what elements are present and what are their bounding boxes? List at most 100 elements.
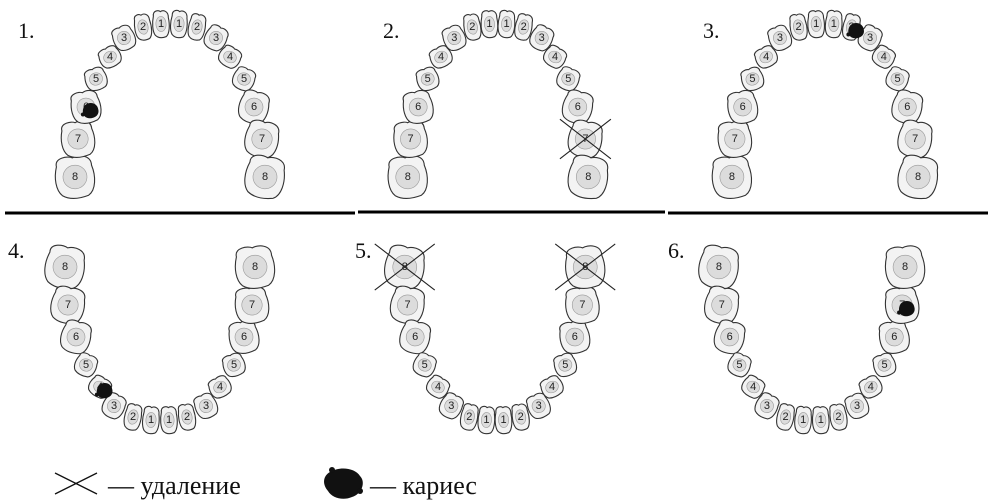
tooth-number: 2 bbox=[521, 21, 527, 33]
tooth-number: 7 bbox=[65, 299, 71, 311]
tooth-number: 2 bbox=[835, 411, 841, 423]
tooth: 5 bbox=[230, 65, 258, 94]
tooth: 6 bbox=[226, 318, 262, 356]
cross-icon bbox=[55, 473, 97, 494]
tooth: 1 bbox=[812, 406, 830, 434]
tooth-number: 3 bbox=[213, 32, 219, 44]
tooth-number: 2 bbox=[194, 21, 200, 33]
tooth-number: 5 bbox=[565, 73, 571, 85]
tooth-number: 5 bbox=[93, 73, 99, 85]
tooth-number: 1 bbox=[166, 414, 172, 426]
tooth-number: 4 bbox=[107, 51, 113, 63]
blot-icon bbox=[324, 467, 363, 499]
tooth-number: 2 bbox=[130, 411, 136, 423]
panel-number: 6. bbox=[668, 238, 685, 263]
tooth: 1 bbox=[794, 406, 812, 434]
tooth: 5 bbox=[551, 351, 579, 380]
tooth-number: 3 bbox=[764, 400, 770, 412]
tooth-number: 3 bbox=[854, 400, 860, 412]
tooth-number: 7 bbox=[259, 133, 265, 145]
tooth-number: 4 bbox=[227, 51, 233, 63]
tooth-number: 7 bbox=[912, 133, 918, 145]
tooth-number: 5 bbox=[425, 73, 431, 85]
tooth: 7 bbox=[702, 284, 741, 325]
tooth: 8 bbox=[883, 244, 928, 291]
tooth-number: 8 bbox=[729, 171, 735, 183]
tooth-number: 3 bbox=[867, 32, 873, 44]
panel-5: 5. 8765432112345678 bbox=[355, 238, 615, 434]
tooth: 8 bbox=[385, 154, 430, 201]
tooth-number: 6 bbox=[572, 331, 578, 343]
tooth: 8 bbox=[696, 244, 741, 291]
tooth: 1 bbox=[494, 406, 512, 434]
tooth: 7 bbox=[232, 285, 271, 326]
tooth-number: 3 bbox=[448, 400, 454, 412]
tooth-number: 2 bbox=[466, 411, 472, 423]
tooth: 7 bbox=[895, 118, 934, 159]
tooth-number: 7 bbox=[719, 299, 725, 311]
tooth-number: 8 bbox=[902, 261, 908, 273]
tooth-number: 7 bbox=[732, 133, 738, 145]
tooth-number: 6 bbox=[575, 101, 581, 113]
tooth-number: 3 bbox=[111, 400, 117, 412]
tooth-number: 2 bbox=[518, 411, 524, 423]
tooth: 8 bbox=[242, 154, 287, 201]
tooth-number: 6 bbox=[891, 331, 897, 343]
tooth-number: 3 bbox=[451, 32, 457, 44]
caries-mark bbox=[83, 103, 99, 118]
tooth: 8 bbox=[566, 154, 611, 201]
tooth-number: 3 bbox=[536, 400, 542, 412]
tooth-number: 1 bbox=[800, 414, 806, 426]
caries-mark bbox=[899, 301, 915, 316]
tooth-number: 3 bbox=[203, 400, 209, 412]
tooth-number: 8 bbox=[262, 171, 268, 183]
tooth-number: 8 bbox=[915, 171, 921, 183]
caries-mark bbox=[97, 383, 113, 398]
tooth-number: 4 bbox=[868, 381, 874, 393]
tooth-number: 7 bbox=[405, 299, 411, 311]
tooth: 5 bbox=[725, 351, 753, 380]
tooth: 1 bbox=[152, 10, 170, 38]
tooth: 7 bbox=[563, 285, 602, 326]
tooth-number: 5 bbox=[562, 359, 568, 371]
tooth: 5 bbox=[414, 65, 442, 94]
caries-mark-speck bbox=[897, 311, 901, 315]
tooth-number: 1 bbox=[831, 18, 837, 30]
tooth-number: 1 bbox=[818, 414, 824, 426]
tooth: 8 bbox=[52, 154, 97, 201]
tooth-number: 6 bbox=[73, 331, 79, 343]
tooth-number: 7 bbox=[408, 133, 414, 145]
tooth: 5 bbox=[883, 65, 911, 94]
tooth-number: 3 bbox=[539, 32, 545, 44]
tooth-number: 5 bbox=[422, 359, 428, 371]
panel-1: 1. 8765432112345678 bbox=[18, 10, 287, 201]
tooth-number: 6 bbox=[904, 101, 910, 113]
panel-4: 4. 8765432112345678 bbox=[8, 238, 277, 434]
tooth-number: 4 bbox=[217, 381, 223, 393]
tooth: 5 bbox=[220, 351, 248, 380]
tooth: 7 bbox=[48, 284, 87, 325]
panel-number: 4. bbox=[8, 238, 25, 263]
tooth: 5 bbox=[82, 65, 110, 94]
tooth-number: 6 bbox=[727, 331, 733, 343]
tooth-number: 4 bbox=[881, 51, 887, 63]
tooth: 6 bbox=[557, 318, 593, 356]
tooth: 1 bbox=[480, 10, 498, 38]
panel-number: 2. bbox=[383, 18, 400, 43]
panel-2: 2. 8765432112345678 bbox=[383, 10, 611, 201]
tooth-number: 2 bbox=[184, 411, 190, 423]
tooth-number: 5 bbox=[241, 73, 247, 85]
tooth: 5 bbox=[738, 65, 766, 94]
tooth-number: 5 bbox=[749, 73, 755, 85]
tooth-number: 3 bbox=[777, 32, 783, 44]
tooth-number: 4 bbox=[750, 381, 756, 393]
tooth-number: 8 bbox=[62, 261, 68, 273]
tooth: 2 bbox=[176, 403, 197, 432]
caries-mark bbox=[848, 23, 864, 38]
tooth-number: 5 bbox=[881, 359, 887, 371]
tooth: 1 bbox=[142, 406, 160, 434]
tooth-number: 8 bbox=[252, 261, 258, 273]
caries-mark-speck bbox=[95, 393, 99, 397]
tooth: 5 bbox=[870, 351, 898, 380]
tooth: 5 bbox=[72, 351, 100, 380]
